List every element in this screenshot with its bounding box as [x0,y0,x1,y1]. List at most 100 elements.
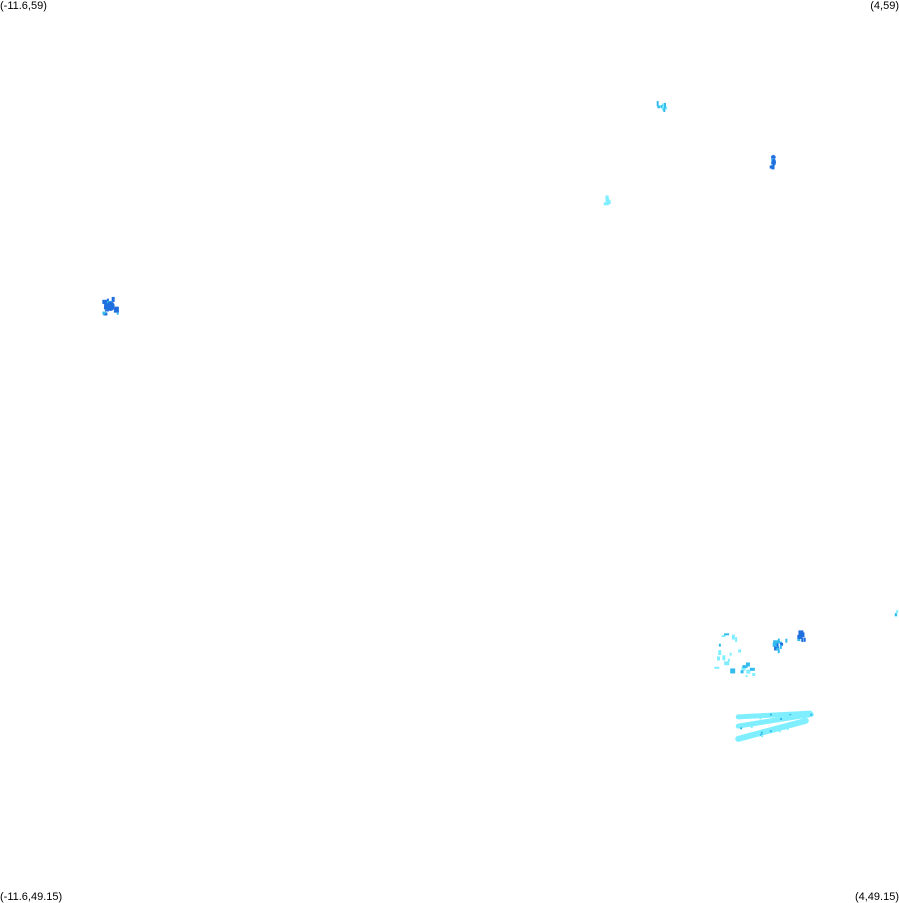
streak-2-speck [798,714,801,717]
echo-southeast-1-cell [779,644,782,649]
streak-2 [735,711,814,730]
streak-1-speck [766,714,769,717]
echo-north-2-cell [771,155,776,159]
echo-southeast-4-cell [718,643,721,647]
echo-north-2-cell [769,165,774,169]
echo-southeast-3-cell [742,665,748,669]
streak-2-speck [779,717,782,720]
echo-northwest-cell [116,312,119,315]
streak-1-speck [769,713,772,716]
echo-southeast-1-cell [785,638,788,643]
echo-southeast-1-cell [780,642,784,646]
echo-northwest-cell [104,309,109,312]
streak-3 [735,717,809,742]
echo-southeast-4-cell [714,666,720,669]
streak-3-speck [760,735,763,738]
streak-1-speck [774,712,777,715]
echo-southeast-4-cell [718,650,722,656]
echo-north-2-cell [771,158,774,161]
echo-southeast-3-cell [746,670,750,673]
echo-east-edge [894,610,899,617]
echo-southeast-2-cell [797,634,803,639]
echo-southeast-2-cell [801,637,804,642]
echo-southeast-3-cell [745,675,748,678]
echo-northwest-cell [104,302,108,308]
streak-1-speck [789,713,792,716]
corner-label-top-left: (-11.6,59) [0,0,47,12]
echo-north-2 [769,154,776,170]
echo-north-3-cell [605,200,611,205]
streak-3-speck [778,730,781,733]
echo-north-1-cell [657,105,662,108]
echo-southeast-4-cell [724,633,730,636]
echo-northwest-core [106,301,115,311]
streak-2-speck [750,725,753,728]
streak-1-speck [763,713,766,716]
echo-southeast-1-cell [777,649,780,654]
echo-north-1-cell [662,106,668,110]
echo-southeast-1-cell [777,641,782,644]
echo-southeast-4-cell [729,652,732,656]
echo-north-3 [603,195,611,206]
streak-2-speck [737,724,740,727]
echo-southeast-4-cell [738,649,742,653]
echo-southeast-4-cell [727,658,730,662]
echo-north-1-cell [661,103,665,108]
streak-2-speck [791,717,794,720]
echo-southeast-2-cell [797,638,801,642]
corner-label-top-right: (4,59) [870,0,899,12]
streak-3-speck [782,727,785,730]
echo-southeast-4 [714,633,742,674]
streak-1-speck [759,717,762,720]
echo-southeast-3-cell [749,667,755,671]
echo-east-edge-cell [896,610,899,614]
echo-northwest-cell [111,296,115,302]
echo-northwest-cell [102,311,106,315]
streak-3-speck [786,727,789,730]
echo-southeast-3-cell [752,673,756,677]
echo-southeast-4-cell [730,668,736,674]
echo-north-1-cell [656,101,659,107]
echo-southeast-4-cell [721,635,726,638]
echo-northwest-cell [103,306,109,310]
streak-2-speck [784,716,787,719]
streak-3-speck [760,734,763,737]
echo-southeast-1 [772,638,788,654]
echo-northwest [102,296,119,316]
echo-northwest-cell [102,299,108,304]
corner-label-bottom-right: (4,49.15) [854,891,899,903]
echo-southeast-4-cell [731,634,735,640]
echo-southeast-4-cell [716,656,720,661]
echo-southeast-3-cell [745,662,750,667]
echo-north-1-cell [661,106,664,111]
echo-southeast-2 [797,630,806,642]
echo-northwest-cell [114,306,119,309]
echo-southeast-3 [740,662,756,678]
echo-north-3-cell [605,196,609,202]
streak-2-speck [756,721,759,724]
streak-3-band [735,717,809,742]
streak-2-speck [810,713,813,716]
echo-southeast-4-cell [735,637,738,643]
corner-label-bottom-left: (-11.6,49.15) [0,891,63,903]
echo-southeast-4-cell [724,661,730,666]
streak-1-speck [797,712,800,715]
streak-3-speck [797,721,800,724]
echo-northwest-cell [106,298,109,303]
echo-southeast-2-cell [803,637,806,642]
streak-2-speck [740,727,743,730]
streak-3-speck [760,731,763,734]
echo-southeast-1-cell [777,638,780,643]
echo-northwest-cell [113,307,119,313]
echo-southeast-1-cell [776,643,779,647]
echo-north-1-cell [657,106,661,109]
echo-southeast-2-cell [800,632,805,638]
streak-3-speck [783,724,786,727]
echo-southeast-4-cell [722,655,726,661]
echo-southeast-3-cell [740,670,744,674]
echo-north-2-core [771,158,776,166]
echo-southeast-3-cell [741,666,746,671]
echo-east-edge-cell [894,613,897,617]
